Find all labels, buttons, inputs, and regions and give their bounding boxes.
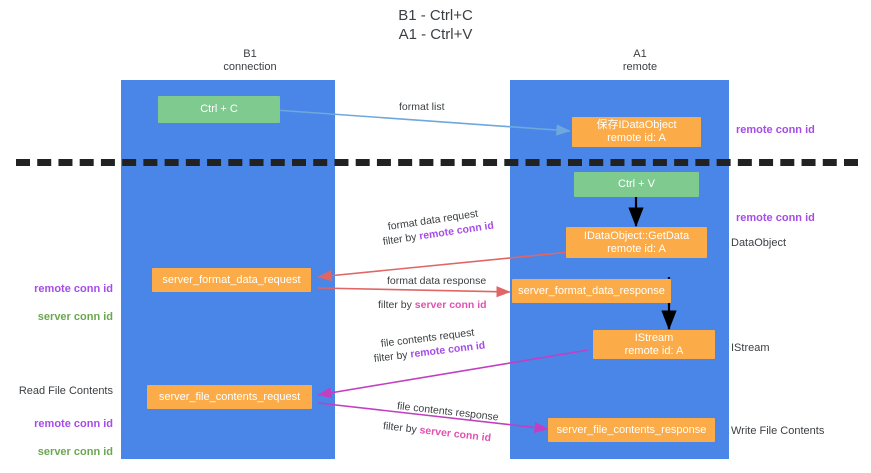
node-idataobject-getdata[interactable]: IDataObject::GetData remote id: A: [566, 227, 707, 258]
edge-label-format-data-response: format data response: [387, 275, 487, 287]
annotation-dataobject: DataObject: [731, 237, 787, 249]
annotation-remote-conn-id: remote conn id: [34, 418, 113, 430]
node-server-file-contents-request[interactable]: server_file_contents_request: [147, 385, 312, 409]
annotation-read-file-contents: Read File Contents: [18, 385, 113, 397]
filter-key-server-conn-id: server conn id: [414, 299, 487, 311]
annotation-remote-conn-id: remote conn id: [34, 283, 113, 295]
annotation-server-conn-id: server conn id: [37, 311, 113, 323]
arrow-format-list: [274, 109, 571, 136]
annotation-remote-conn-id-top: remote conn id: [736, 124, 815, 136]
annotation-conn-ids-upper: remote conn id server conn id: [0, 268, 113, 338]
arrow-file-contents-request: [317, 349, 589, 399]
lane-header-a1: A1 remote: [622, 48, 658, 73]
annotation-istream: IStream: [731, 342, 770, 354]
section-divider: [16, 159, 858, 166]
node-ctrl-c[interactable]: Ctrl + C: [158, 96, 280, 123]
annotation-server-conn-id: server conn id: [37, 446, 113, 458]
node-server-format-data-response[interactable]: server_format_data_response: [512, 279, 671, 303]
edge-label-format-data-response-filter: filter by server conn id: [378, 299, 487, 312]
page-title: B1 - Ctrl+C A1 - Ctrl+V: [398, 7, 473, 43]
lane-header-b1: B1 connection: [223, 48, 277, 73]
annotation-conn-ids-lower: remote conn id server conn id: [0, 403, 113, 473]
arrow-file-contents-response: [317, 402, 549, 434]
node-server-file-contents-response[interactable]: server_file_contents_response: [548, 418, 715, 442]
node-ctrl-v[interactable]: Ctrl + V: [574, 172, 699, 197]
edge-label-format-list: format list: [399, 101, 445, 113]
node-istream[interactable]: IStream remote id: A: [593, 330, 715, 359]
arrow-format-data-response: [317, 286, 511, 298]
node-server-format-data-request[interactable]: server_format_data_request: [152, 268, 311, 292]
filter-prefix: filter by: [378, 299, 415, 311]
node-save-idataobject[interactable]: 保存IDataObject remote id: A: [572, 117, 701, 147]
annotation-remote-conn-id-mid: remote conn id: [736, 212, 815, 224]
arrow-format-data-request: [317, 251, 571, 282]
annotation-write-file-contents: Write File Contents: [731, 425, 825, 437]
